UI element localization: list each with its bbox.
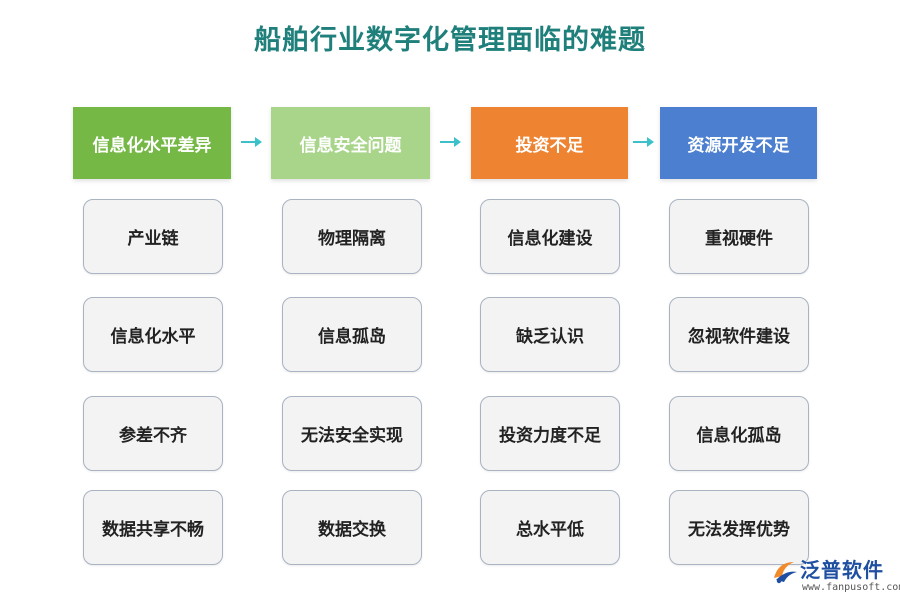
card-info-island: 信息孤岛 bbox=[282, 297, 422, 372]
arrow-right-icon bbox=[632, 131, 656, 153]
card-industry-chain: 产业链 bbox=[83, 199, 223, 274]
card-overall-low: 总水平低 bbox=[480, 490, 620, 565]
header-resource-development: 资源开发不足 bbox=[660, 107, 817, 179]
brand-logo: 泛普软件 www.fanpusoft.com bbox=[770, 552, 900, 598]
fanpu-logo-icon bbox=[774, 562, 797, 584]
page-title: 船舶行业数字化管理面临的难题 bbox=[254, 25, 646, 56]
card-uneven: 参差不齐 bbox=[83, 396, 223, 471]
card-physical-isolation: 物理隔离 bbox=[282, 199, 422, 274]
header-informatization-gap: 信息化水平差异 bbox=[73, 107, 231, 179]
card-cannot-secure: 无法安全实现 bbox=[282, 396, 422, 471]
card-data-sharing-blocked: 数据共享不畅 bbox=[83, 490, 223, 565]
card-informatization-level: 信息化水平 bbox=[83, 297, 223, 372]
arrow-right-icon bbox=[240, 131, 264, 153]
card-ignore-software: 忽视软件建设 bbox=[669, 297, 809, 372]
logo-url: www.fanpusoft.com bbox=[802, 582, 900, 593]
card-cannot-leverage: 无法发挥优势 bbox=[669, 490, 809, 565]
card-lack-awareness: 缺乏认识 bbox=[480, 297, 620, 372]
arrow-right-icon bbox=[439, 131, 463, 153]
card-info-construction: 信息化建设 bbox=[480, 199, 620, 274]
card-data-exchange: 数据交换 bbox=[282, 490, 422, 565]
header-info-security: 信息安全问题 bbox=[271, 107, 430, 179]
card-info-island-2: 信息化孤岛 bbox=[669, 396, 809, 471]
header-insufficient-investment: 投资不足 bbox=[471, 107, 628, 179]
card-value-hardware: 重视硬件 bbox=[669, 199, 809, 274]
logo-name: 泛普软件 bbox=[800, 558, 884, 582]
card-low-investment: 投资力度不足 bbox=[480, 396, 620, 471]
